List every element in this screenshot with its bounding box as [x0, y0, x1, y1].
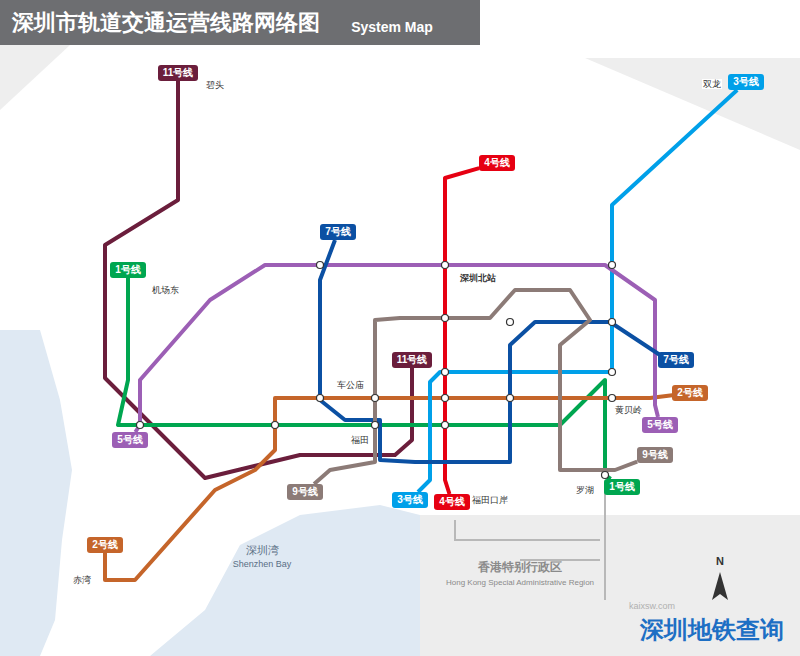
station-name: 福田: [350, 435, 370, 445]
line-number: 2号线: [92, 539, 118, 550]
line-badge: 7号线: [658, 352, 694, 368]
line-badge: 1号线: [604, 479, 640, 495]
watermark: 深圳地铁查询: [639, 616, 785, 644]
map-title: 深圳市轨道交通运营线路网络图: [12, 10, 320, 35]
line-badge: 4号线: [434, 494, 470, 510]
water-name: Shenzhen Bay: [232, 559, 293, 569]
line-number: 9号线: [642, 449, 668, 460]
line-number: 11号线: [163, 67, 194, 78]
line-number: 3号线: [397, 494, 423, 505]
line-number: 4号线: [484, 157, 510, 168]
line-number: 11号线: [397, 354, 428, 365]
line-badge: 1号线: [110, 262, 146, 278]
station-name: 双龙: [702, 79, 722, 89]
metro-line: [118, 278, 611, 479]
metro-line: [418, 90, 737, 492]
region-name: Hong Kong Special Administrative Region: [445, 578, 595, 587]
north-mark: N: [715, 555, 725, 568]
metro-line: [445, 168, 479, 494]
line-number: 1号线: [115, 264, 141, 275]
subtitle: System Map: [350, 19, 434, 35]
line-number: 3号线: [733, 76, 759, 87]
metro-line: [314, 290, 637, 484]
line-number: 2号线: [677, 387, 703, 398]
station-name: 机场东: [151, 285, 180, 295]
line-number: 1号线: [609, 481, 635, 492]
line-number: 5号线: [117, 434, 143, 445]
line-number: 7号线: [663, 354, 689, 365]
line-badge: 5号线: [112, 432, 148, 448]
line-badge: 9号线: [637, 447, 673, 463]
metro-line: [135, 265, 658, 432]
line-badge: 7号线: [320, 224, 356, 240]
station-name: 深圳北站: [459, 273, 497, 283]
line-badge: 2号线: [672, 385, 708, 401]
station-name: 黄贝岭: [614, 405, 643, 415]
line-number: 9号线: [292, 486, 318, 497]
watermark: kaixsw.com: [628, 601, 676, 611]
line-number: 4号线: [439, 496, 465, 507]
water-name: 深圳湾: [245, 544, 280, 557]
metro-line: [320, 240, 660, 462]
station-name: 赤湾: [72, 575, 92, 585]
metro-line: [105, 395, 672, 580]
line-number: 5号线: [647, 419, 673, 430]
line-badge: 9号线: [287, 484, 323, 500]
line-badge: 11号线: [392, 352, 433, 368]
station-name: 车公庙: [336, 380, 365, 390]
line-badge: 5号线: [642, 417, 678, 433]
station-name: 罗湖: [575, 485, 595, 495]
line-badge: 3号线: [392, 492, 428, 508]
station-name: 碧头: [205, 80, 225, 90]
line-badge: 11号线: [158, 65, 199, 81]
line-badge: 4号线: [479, 155, 515, 171]
station-name: 福田口岸: [471, 495, 509, 505]
region-name: 香港特别行政区: [477, 561, 563, 575]
line-badge: 3号线: [728, 74, 764, 90]
line-badge: 2号线: [87, 537, 123, 553]
line-number: 7号线: [325, 226, 351, 237]
